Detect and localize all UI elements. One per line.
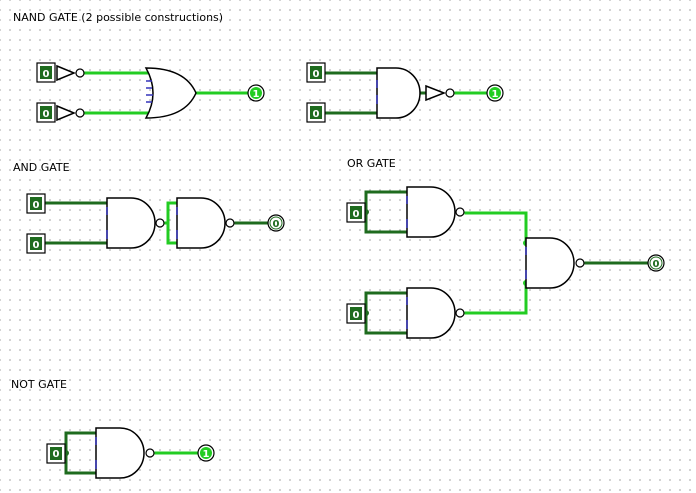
- svg-text:0: 0: [313, 109, 320, 120]
- input-pin-nand2-a[interactable]: 0: [306, 62, 326, 83]
- svg-text:0: 0: [33, 240, 40, 251]
- wire-or-bot-mid: [464, 281, 528, 315]
- svg-text:0: 0: [43, 69, 50, 80]
- input-pin-and-b[interactable]: 0: [26, 233, 46, 254]
- wires-not: [64, 431, 201, 475]
- label-or-gate: OR GATE: [347, 157, 396, 170]
- svg-text:0: 0: [353, 209, 360, 220]
- not-gate-1a[interactable]: [56, 64, 85, 82]
- svg-text:1: 1: [492, 89, 499, 100]
- input-pin-nand1-b[interactable]: 0: [36, 102, 56, 123]
- input-pin-nand1-a[interactable]: 0: [36, 62, 56, 83]
- svg-text:0: 0: [273, 219, 280, 230]
- wire-or-top-mid: [464, 211, 528, 245]
- wires-and: [43, 201, 270, 245]
- label-not-gate: NOT GATE: [11, 378, 67, 391]
- input-pin-not[interactable]: 0: [46, 443, 66, 464]
- wires-nand-1: [83, 71, 252, 115]
- wires-nand-2: [323, 71, 490, 115]
- input-pin-or-b[interactable]: 0: [346, 303, 366, 324]
- or-gate-1[interactable]: [144, 67, 197, 119]
- wire-not-in: [64, 431, 98, 475]
- wire-or-a: [364, 190, 409, 234]
- input-pin-and-a[interactable]: 0: [26, 193, 46, 214]
- output-pin-or: 0: [647, 254, 665, 272]
- svg-text:0: 0: [653, 259, 660, 270]
- wire-and-mid: [164, 201, 179, 245]
- svg-text:1: 1: [203, 449, 210, 460]
- output-pin-not: 1: [197, 444, 215, 462]
- nand-gate-or-bottom[interactable]: [406, 287, 465, 339]
- nand-gate-and-1[interactable]: [106, 197, 165, 249]
- nand-gate-not[interactable]: [95, 427, 155, 479]
- svg-text:1: 1: [253, 89, 260, 100]
- nand-gate-or-top[interactable]: [406, 186, 465, 238]
- nand-gate-or-final[interactable]: [525, 237, 585, 289]
- wires-or: [364, 190, 650, 335]
- not-gate-2[interactable]: [425, 84, 455, 102]
- output-pin-nand2: 1: [486, 84, 504, 102]
- svg-text:0: 0: [43, 109, 50, 120]
- wire-or-b: [364, 291, 409, 335]
- svg-text:0: 0: [33, 200, 40, 211]
- label-nand-gate: NAND GATE (2 possible constructions): [13, 11, 223, 24]
- output-pin-nand1: 1: [247, 84, 265, 102]
- nand-gate-and-2[interactable]: [176, 197, 235, 249]
- input-pin-nand2-b[interactable]: 0: [306, 102, 326, 123]
- svg-text:0: 0: [53, 449, 60, 460]
- svg-text:0: 0: [313, 69, 320, 80]
- not-gate-1b[interactable]: [56, 104, 85, 122]
- input-pin-or-a[interactable]: 0: [346, 202, 366, 223]
- label-and-gate: AND GATE: [13, 161, 70, 174]
- and-gate-2[interactable]: [376, 67, 421, 119]
- output-pin-and: 0: [267, 214, 285, 232]
- svg-text:0: 0: [353, 310, 360, 321]
